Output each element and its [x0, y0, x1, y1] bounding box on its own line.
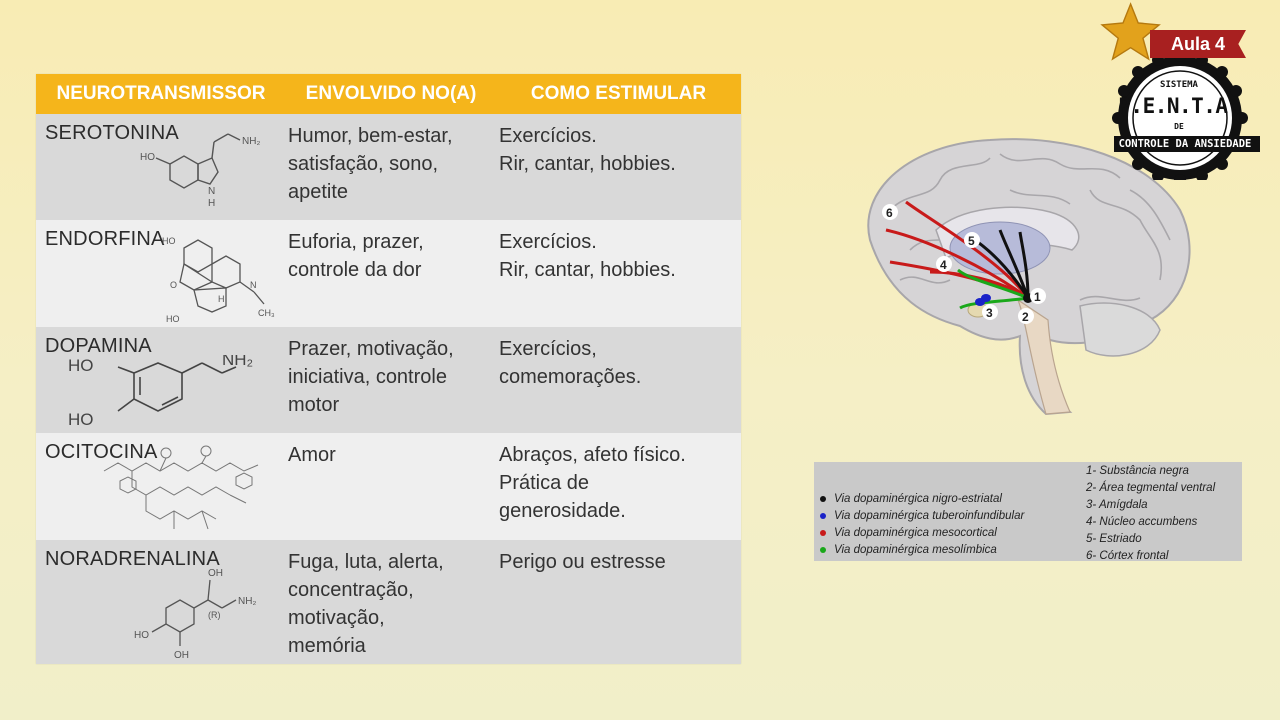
cell-neurotransmitter: SEROTONINA NH₂ HO N H — [36, 114, 288, 220]
neurotransmitter-table: NEUROTRANSMISSOR ENVOLVIDO NO(A) COMO ES… — [36, 74, 741, 664]
region-label: 6- Córtex frontal — [1086, 550, 1169, 562]
legend-dot-icon — [820, 512, 826, 519]
mol-label: H — [208, 198, 215, 209]
brain-legend: Via dopaminérgica nigro-estriatal Via do… — [814, 462, 1242, 562]
brain-label: 3 — [986, 306, 993, 320]
legend-dot-icon — [820, 529, 826, 536]
pathway-legend: Via dopaminérgica nigro-estriatal Via do… — [820, 490, 1024, 558]
penta-seal-logo: Aula 4 SISTEMA P.E.N.T.A. DE CONTROLE DA… — [1094, 2, 1264, 180]
cell-stimulate: Exercícios. Rir, cantar, hobbies. — [499, 125, 676, 175]
mol-label: O — [170, 280, 177, 290]
table-row: SEROTONINA NH₂ HO N H Humor, bem-estar, … — [36, 114, 741, 220]
brain-label: 5 — [968, 234, 975, 248]
cell-neurotransmitter: NORADRENALINA OH NH₂ (R) HO OH — [36, 540, 288, 664]
cell-involved: Prazer, motivação, iniciativa, controle … — [288, 338, 454, 416]
dopamine-structure-image: HO NH₂ HO — [62, 355, 262, 431]
endorphin-structure-image: HO O H N CH₃ HO — [154, 226, 278, 326]
mol-label: HO — [162, 236, 176, 246]
mol-label: NH₂ — [238, 596, 256, 607]
region-label: 2- Área tegmental ventral — [1086, 482, 1216, 494]
legend-item: Via dopaminérgica mesocortical — [820, 524, 1024, 541]
mol-label: OH — [208, 568, 223, 579]
cell-neurotransmitter: OCITOCINA — [36, 433, 288, 540]
legend-label: Via dopaminérgica mesolímbica — [834, 543, 997, 556]
cell-stimulate: Abraços, afeto físico. Prática de genero… — [499, 444, 686, 522]
mol-label: N — [208, 186, 215, 197]
seal-sistema: SISTEMA — [1160, 80, 1198, 90]
table-row: ENDORFINA HO O H N CH₃ HO Euforia — [36, 220, 741, 327]
cell-stimulate: Exercícios. Rir, cantar, hobbies. — [499, 231, 676, 281]
neurotransmitter-name: NORADRENALINA — [45, 548, 220, 570]
cell-involved: Fuga, luta, alerta, concentração, motiva… — [288, 551, 444, 657]
neurotransmitter-name: DOPAMINA — [45, 335, 152, 357]
mol-label: H — [218, 294, 225, 304]
region-label: 4- Núcleo accumbens — [1086, 516, 1198, 528]
mol-label: HO — [166, 314, 180, 324]
serotonin-structure-image: NH₂ HO N H — [128, 118, 268, 216]
mol-label: HO — [134, 630, 149, 641]
brain-label: 2 — [1022, 310, 1029, 324]
legend-dot-icon — [820, 495, 826, 502]
neurotransmitter-name: SEROTONINA — [45, 122, 179, 144]
cell-neurotransmitter: ENDORFINA HO O H N CH₃ HO — [36, 220, 288, 327]
brain-label: 6 — [886, 206, 893, 220]
mol-label: NH₂ — [242, 136, 260, 147]
mol-label: HO — [68, 356, 94, 375]
mol-label: HO — [140, 152, 155, 163]
mol-label: (R) — [208, 610, 221, 620]
oxytocin-structure-image — [96, 441, 266, 539]
cell-involved: Euforia, prazer, controle da dor — [288, 231, 424, 281]
table-row: NORADRENALINA OH NH₂ (R) HO OH F — [36, 540, 741, 664]
cell-neurotransmitter: DOPAMINA HO NH₂ HO — [36, 327, 288, 433]
header-envolvido: ENVOLVIDO NO(A) — [305, 83, 477, 104]
region-label: 1- Substância negra — [1086, 465, 1189, 477]
table-row: DOPAMINA HO NH₂ HO Prazer, motivação, in… — [36, 327, 741, 433]
table-row: OCITOCINA Amor Abraços, — [36, 433, 741, 540]
cell-involved: Humor, bem-estar, satisfação, sono, apet… — [288, 125, 453, 203]
legend-item: Via dopaminérgica tuberoinfundibular — [820, 507, 1024, 524]
brain-dopamine-pathways-image: 1 2 3 4 5 6 — [850, 130, 1195, 420]
mol-label: NH₂ — [222, 355, 253, 369]
legend-label: Via dopaminérgica tuberoinfundibular — [834, 509, 1025, 522]
header-como-estimular: COMO ESTIMULAR — [530, 83, 707, 104]
mol-label: OH — [174, 650, 189, 660]
cell-involved: Amor — [288, 444, 336, 466]
table-header: NEUROTRANSMISSOR ENVOLVIDO NO(A) COMO ES… — [36, 74, 741, 114]
legend-item: Via dopaminérgica mesolímbica — [820, 541, 1024, 558]
aula-ribbon: Aula 4 — [1150, 30, 1246, 58]
mol-label: HO — [68, 410, 94, 429]
seal-controle: CONTROLE DA ANSIEDADE — [1118, 138, 1252, 150]
mol-label: N — [250, 280, 257, 290]
legend-label: Via dopaminérgica nigro-estriatal — [834, 492, 1002, 505]
mol-label: CH₃ — [258, 308, 275, 318]
brain-label: 4 — [940, 258, 947, 272]
neurotransmitter-name: ENDORFINA — [45, 228, 165, 250]
neurotransmitter-name: OCITOCINA — [45, 441, 158, 463]
brain-label: 1 — [1034, 290, 1041, 304]
seal-penta: P.E.N.T.A. — [1118, 94, 1240, 118]
cell-stimulate: Exercícios, comemorações. — [499, 338, 642, 388]
legend-item: Via dopaminérgica nigro-estriatal — [820, 490, 1024, 507]
region-legend: 1- Substância negra 2- Área tegmental ve… — [1086, 463, 1215, 565]
region-label: 3- Amígdala — [1086, 499, 1148, 511]
region-label: 5- Estriado — [1086, 533, 1142, 545]
legend-dot-icon — [820, 546, 826, 553]
seal-de: DE — [1174, 122, 1184, 131]
cell-stimulate: Perigo ou estresse — [499, 551, 666, 573]
header-neurotransmissor: NEUROTRANSMISSOR — [56, 83, 266, 104]
legend-label: Via dopaminérgica mesocortical — [834, 526, 997, 539]
noradrenaline-structure-image: OH NH₂ (R) HO OH — [132, 564, 272, 660]
